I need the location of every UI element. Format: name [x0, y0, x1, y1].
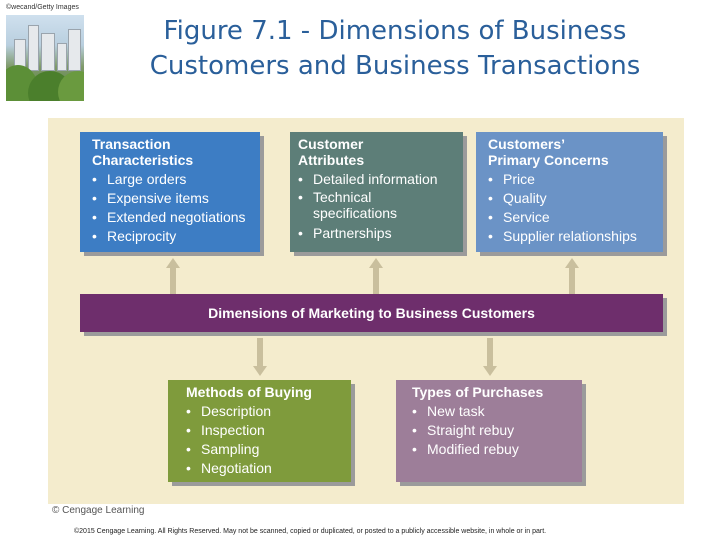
list-item: New task [412, 402, 576, 421]
customer-attributes-header: Customer Attributes [298, 136, 365, 168]
primary-concerns-header: Customers’ Primary Concerns [488, 136, 609, 168]
list-item: Modified rebuy [412, 440, 576, 459]
primary-concerns-box: Customers’ Primary Concerns Price Qualit… [476, 132, 663, 252]
list-item: Quality [488, 189, 657, 208]
list-item: Expensive items [92, 189, 254, 208]
customer-attributes-list: Detailed information Technical specifica… [298, 170, 457, 243]
photo-credit: ©wecand/Getty Images [6, 4, 79, 11]
list-item: Supplier relationships [488, 227, 657, 246]
transaction-characteristics-list: Large orders Expensive items Extended ne… [92, 170, 254, 246]
types-of-purchases-box: Types of Purchases New task Straight reb… [396, 380, 582, 482]
methods-of-buying-header: Methods of Buying [186, 384, 312, 400]
customer-attributes-box: Customer Attributes Detailed information… [290, 132, 463, 252]
primary-concerns-list: Price Quality Service Supplier relations… [488, 170, 657, 246]
list-item: Price [488, 170, 657, 189]
transaction-characteristics-box: Transaction Characteristics Large orders… [80, 132, 260, 252]
list-item: Technical specifications [298, 189, 457, 221]
transaction-characteristics-header: Transaction Characteristics [92, 136, 194, 168]
methods-of-buying-list: Description Inspection Sampling Negotiat… [186, 402, 345, 478]
list-item: Detailed information [298, 170, 457, 189]
types-of-purchases-header: Types of Purchases [412, 384, 544, 400]
types-of-purchases-list: New task Straight rebuy Modified rebuy [412, 402, 576, 459]
center-label: Dimensions of Marketing to Business Cust… [208, 305, 535, 321]
list-item: Service [488, 208, 657, 227]
list-item: Large orders [92, 170, 254, 189]
arrow-up-left [166, 258, 180, 294]
dimensions-center-bar: Dimensions of Marketing to Business Cust… [80, 294, 663, 332]
list-item: Reciprocity [92, 227, 254, 246]
title-line-1: Figure 7.1 - Dimensions of Business [163, 16, 627, 46]
list-item: Negotiation [186, 459, 345, 478]
list-item: Description [186, 402, 345, 421]
footer-rights-notice: ©2015 Cengage Learning. All Rights Reser… [74, 528, 547, 535]
title-line-2: Customers and Business Transactions [149, 51, 641, 81]
list-item: Partnerships [298, 224, 457, 243]
list-item: Extended negotiations [92, 208, 254, 227]
list-item: Straight rebuy [412, 421, 576, 440]
arrow-up-right [565, 258, 579, 294]
list-item: Sampling [186, 440, 345, 459]
arrow-down-right [483, 338, 497, 376]
arrow-up-middle [369, 258, 383, 294]
cengage-copyright: © Cengage Learning [52, 505, 145, 516]
arrow-down-left [253, 338, 267, 376]
methods-of-buying-box: Methods of Buying Description Inspection… [168, 380, 351, 482]
city-skyline-photo [6, 15, 84, 101]
list-item: Inspection [186, 421, 345, 440]
slide-title: Figure 7.1 - Dimensions of Business Cust… [110, 14, 680, 84]
